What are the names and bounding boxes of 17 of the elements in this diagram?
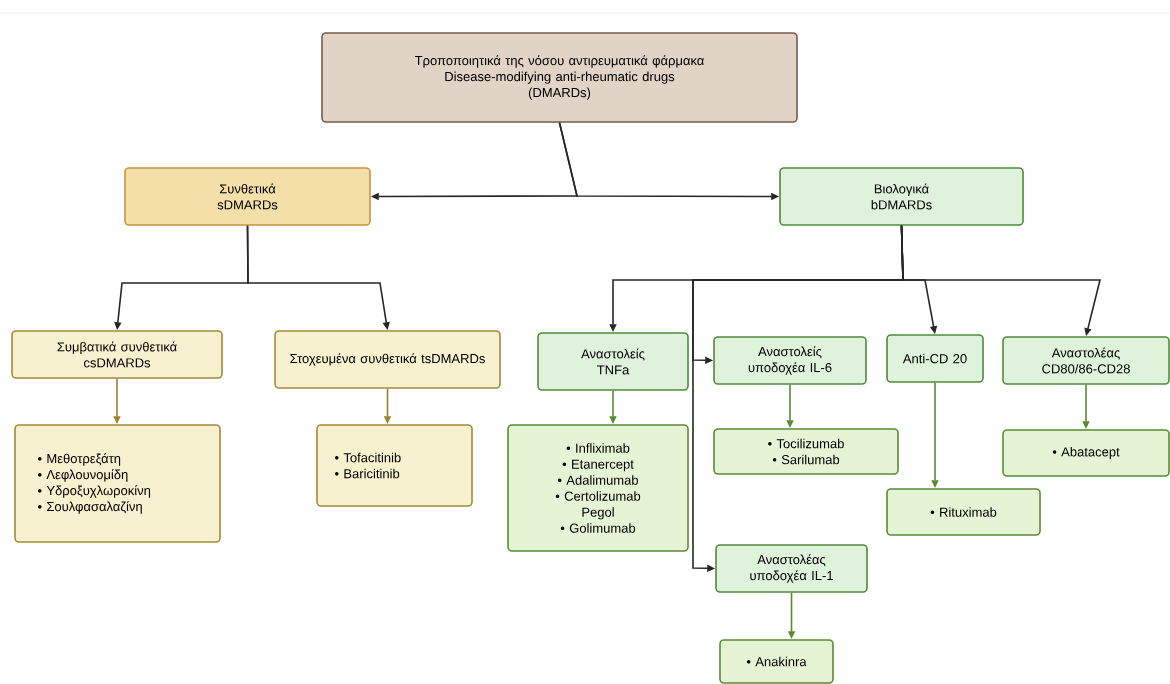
class-box: Αναστολείς TNFa [537, 332, 689, 391]
class-box: Αναστολέας υποδοχέα IL-1 [715, 544, 868, 593]
category-box: Συνθετικά sDMARDs [124, 167, 371, 226]
class-box: Anti-CD 20 [886, 334, 984, 383]
drug-list-box: • Tocilizumab • Sarilumab [713, 428, 899, 475]
drug-list-box: • Tofacitinib • Baricitinib [316, 424, 473, 507]
category-box: Βιολογικά bDMARDs [779, 167, 1024, 226]
drug-list-box: • Rituximab [886, 488, 1041, 536]
class-box: Συμβατικά συνθετικά csDMARDs [11, 330, 223, 379]
drug-list-box: • Μεθοτρεξάτη • Λεφλουνομίδη • Υδροξυχλωροκίνη • Σουλφασαλαζίνη [14, 424, 221, 543]
class-box: Αναστολέας CD80/86-CD28 [1002, 336, 1170, 385]
drug-list-box: • Infliximab • Etanercept • Adalimumab • Certolizumab Pegol • Golimumab [507, 424, 689, 552]
class-box: Αναστολείς υποδοχέα IL-6 [713, 336, 867, 385]
drug-list-box: • Abatacept [1002, 429, 1170, 477]
title-box: Τροποποιητικά της νόσου αντιρευματικά φάρμακα Disease-modifying anti-rheumatic drugs (DMARDs) [321, 32, 798, 123]
class-box: Στοχευμένα συνθετικά tsDMARDs [274, 330, 501, 389]
drug-list-box: • Anakinra [719, 639, 834, 684]
